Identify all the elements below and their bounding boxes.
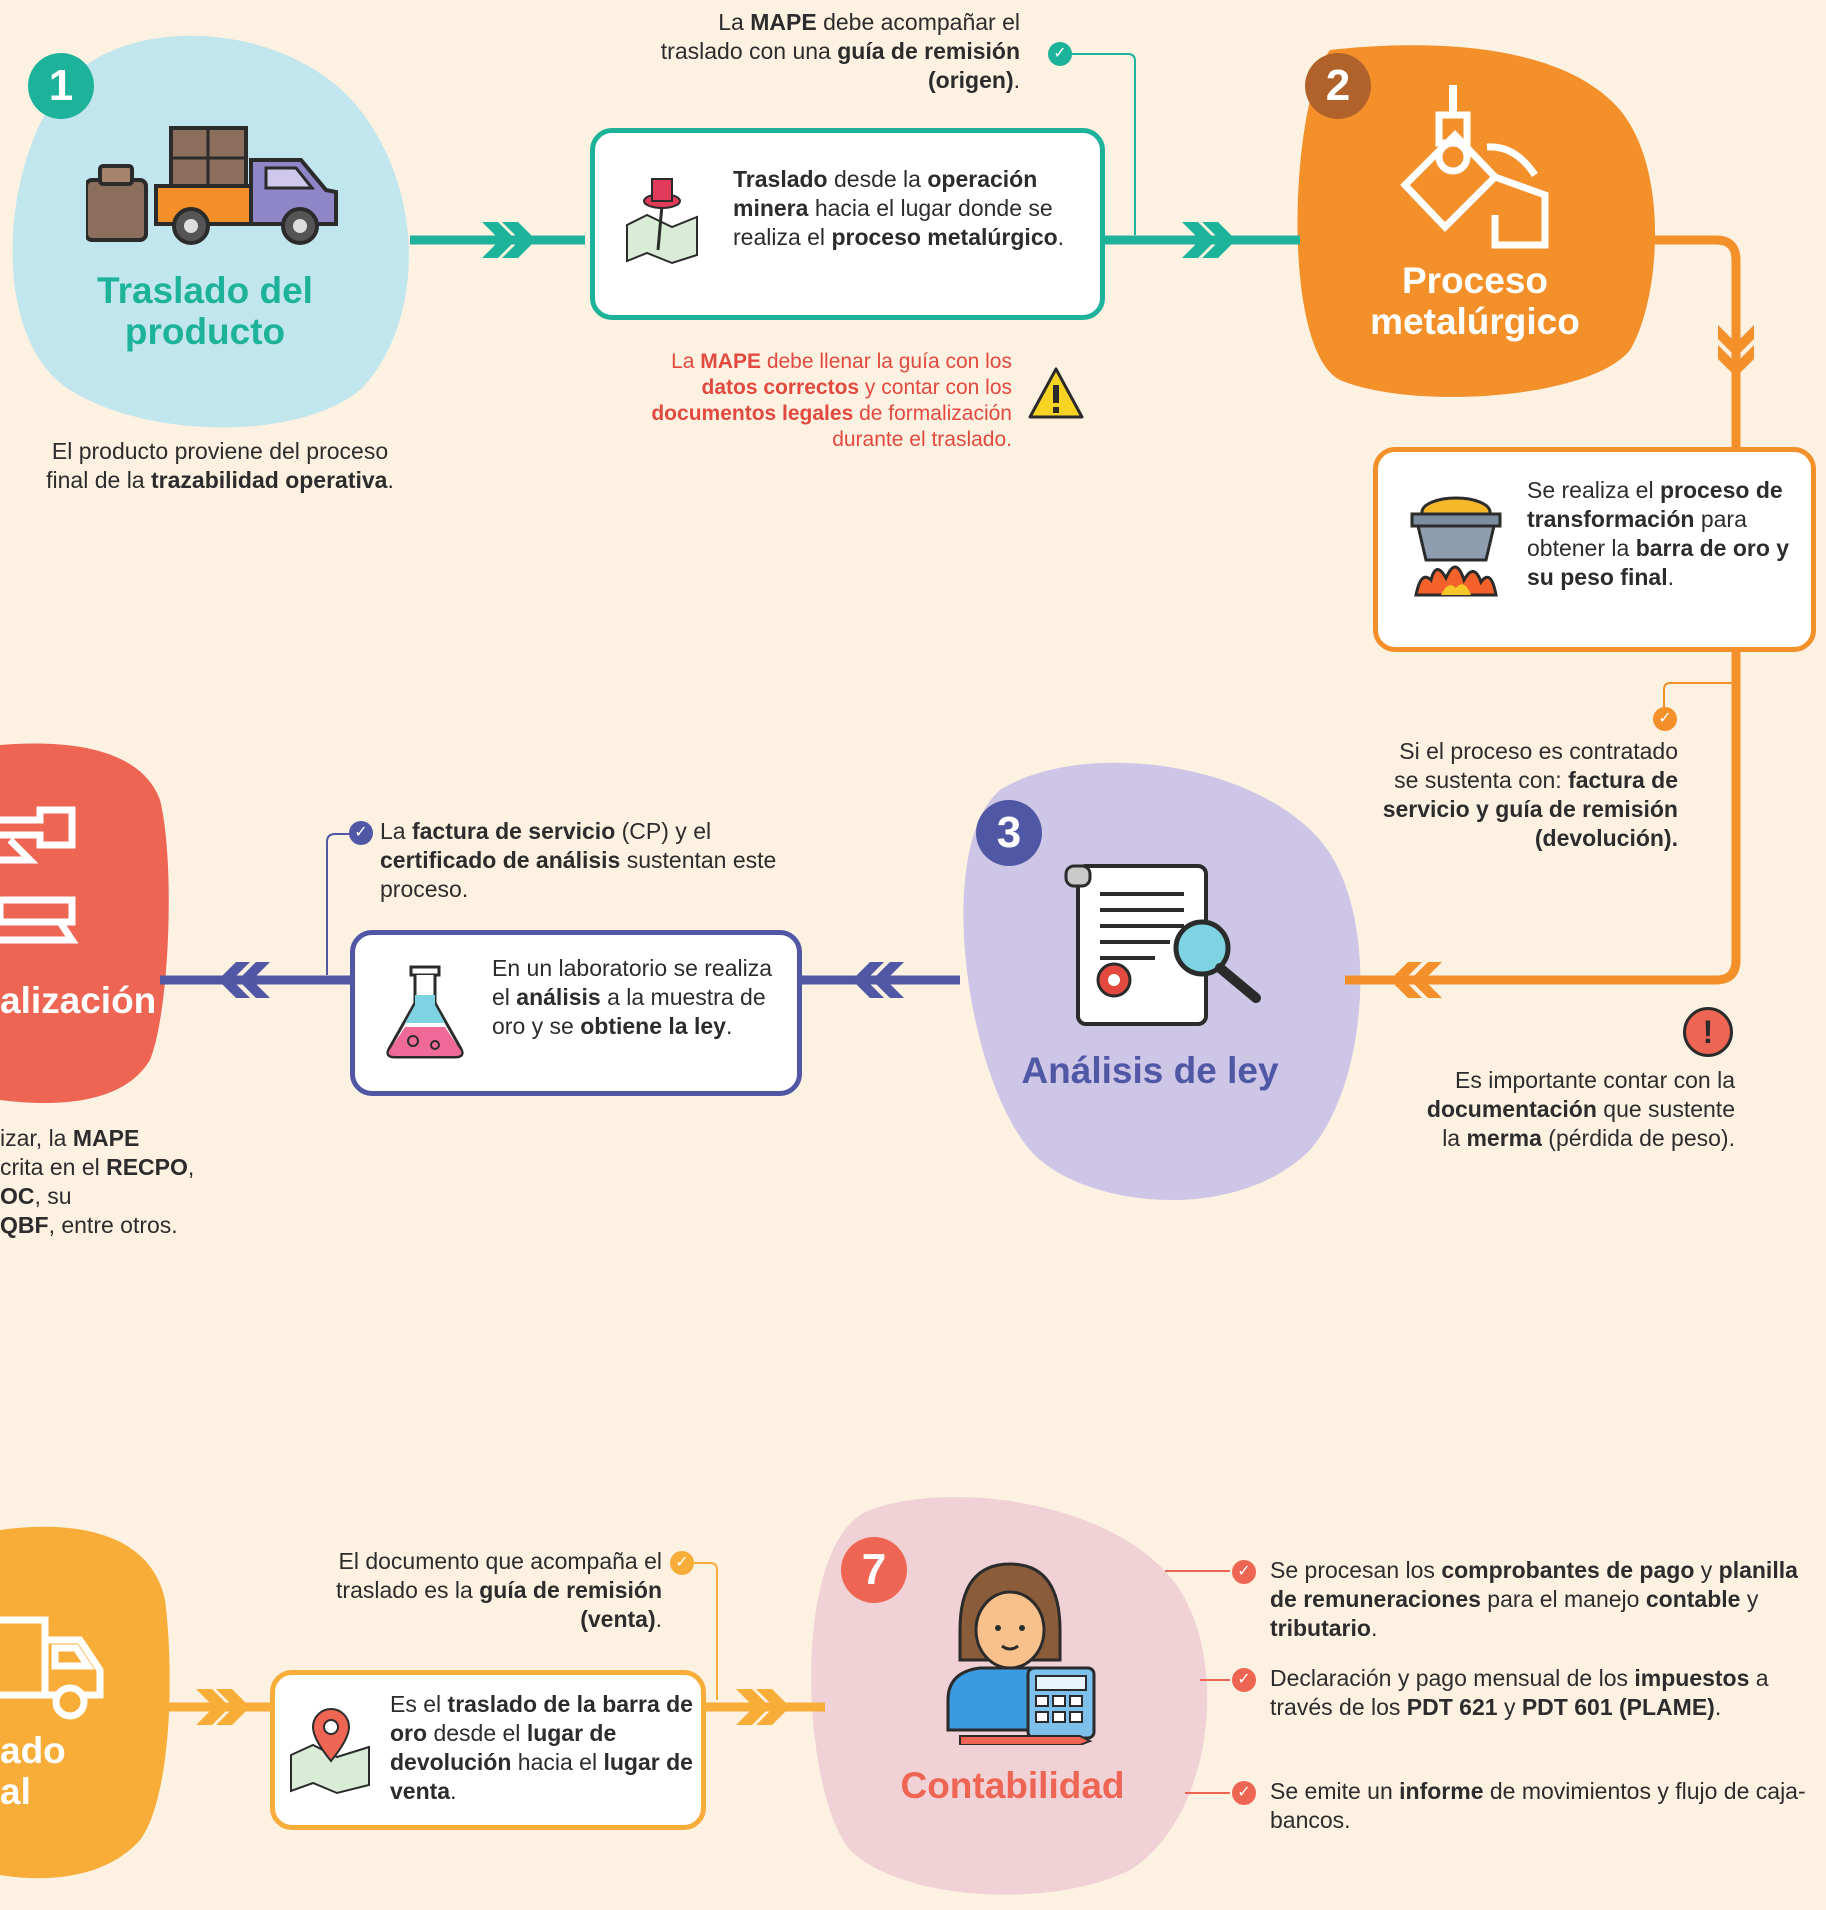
step7-item-2: Declaración y pago mensual de los impues… <box>1270 1665 1769 1720</box>
cropped-step-title: alización <box>0 980 157 1021</box>
step2-title-line2: metalúrgico <box>1370 301 1580 342</box>
step3-number-badge: 3 <box>976 800 1042 866</box>
cropped-step-caption: izar, la MAPE crita en el RECPO, OC, su … <box>0 1125 195 1238</box>
title-line: ado <box>0 1730 66 1771</box>
check-icon: ✓ <box>1653 707 1677 731</box>
step2-box-text: Se realiza el proceso de transformación … <box>1527 477 1790 590</box>
step1-note-warning: La MAPE debe llenar la guía con los dato… <box>651 350 1012 451</box>
step1-box-text: Traslado desde la operación minera hacia… <box>733 166 1065 250</box>
step7-item-3: Se emite un informe de movimientos y flu… <box>1270 1778 1806 1833</box>
step-bottom-box-text: Es el traslado de la barra de oro desde … <box>390 1691 693 1804</box>
step1-number-badge: 1 <box>28 53 94 119</box>
step2-blob <box>1297 45 1655 397</box>
crucible-icon <box>1395 85 1555 250</box>
teal-chevrons <box>482 222 1236 258</box>
title-line: al <box>0 1771 31 1812</box>
truck-icon <box>84 120 346 250</box>
caption-text: El producto proviene del proceso <box>51 438 389 464</box>
caption-bold: trazabilidad operativa <box>151 467 388 493</box>
step1-box <box>590 128 1105 320</box>
step-bottom-box <box>270 1670 706 1830</box>
step1-title: Traslado del producto <box>60 270 350 352</box>
accountant-icon <box>940 1560 1100 1746</box>
step2-title-line1: Proceso <box>1401 260 1548 301</box>
yellow-chevrons <box>196 1689 790 1725</box>
truck-outline-icon <box>0 1600 110 1720</box>
step7-title: Contabilidad <box>900 1765 1125 1806</box>
step7-leaders <box>1165 1570 1230 1794</box>
check-icon: ✓ <box>1048 42 1072 66</box>
certificate-icon <box>1060 858 1270 1033</box>
exclamation-icon: ! <box>1683 1007 1733 1057</box>
check-icon: ✓ <box>670 1551 694 1575</box>
step1-blob <box>12 35 409 428</box>
step3-title: Análisis de ley <box>1021 1050 1279 1091</box>
furnace-icon <box>1406 490 1506 600</box>
step1-title-line1: Traslado del <box>97 270 313 311</box>
step3-note: La factura de servicio (CP) y el certifi… <box>380 818 777 902</box>
step2-number-badge: 2 <box>1305 53 1371 119</box>
step3-box-text: En un laboratorio se realiza el análisis… <box>492 955 772 1039</box>
check-icon: ✓ <box>1232 1781 1256 1805</box>
orange-chevrons <box>1390 325 1754 998</box>
purple-note-leader <box>326 833 360 975</box>
check-icon: ✓ <box>1232 1560 1256 1584</box>
map-pin-icon <box>622 175 702 265</box>
caption-text: . <box>387 467 394 493</box>
flask-icon <box>385 965 465 1060</box>
map-pin-icon <box>287 1705 375 1795</box>
step2-note: Si el proceso es contratado se sustenta … <box>1382 738 1678 851</box>
step-bottom-note: El documento que acompaña el traslado es… <box>336 1548 662 1632</box>
step1-title-line2: producto <box>124 311 286 352</box>
step7-number-badge: 7 <box>841 1537 907 1603</box>
cropped-step-bottom-title: ado al <box>0 1730 66 1812</box>
purple-chevrons <box>218 962 904 998</box>
orange-connector-bottom <box>1345 650 1741 985</box>
step2-alert-note: Es importante contar con la documentació… <box>1426 1067 1735 1151</box>
orange-connector-top <box>1640 235 1741 450</box>
yellow-note-leader <box>690 1562 718 1700</box>
step7-item-1: Se procesan los comprobantes de pago y p… <box>1270 1557 1798 1641</box>
check-icon: ✓ <box>1232 1668 1256 1692</box>
check-icon: ✓ <box>349 821 373 845</box>
teal-note-leader <box>1062 53 1136 235</box>
caption-text: final de la <box>46 467 151 493</box>
orange-note-leader <box>1663 682 1736 710</box>
step1-note-top: La MAPE debe acompañar el traslado con u… <box>660 9 1020 93</box>
step2-title: Proceso metalúrgico <box>1320 260 1630 342</box>
cropped-step-icon <box>0 800 80 960</box>
warning-icon <box>1027 365 1085 423</box>
step1-caption: El producto proviene del proceso final d… <box>10 437 430 495</box>
